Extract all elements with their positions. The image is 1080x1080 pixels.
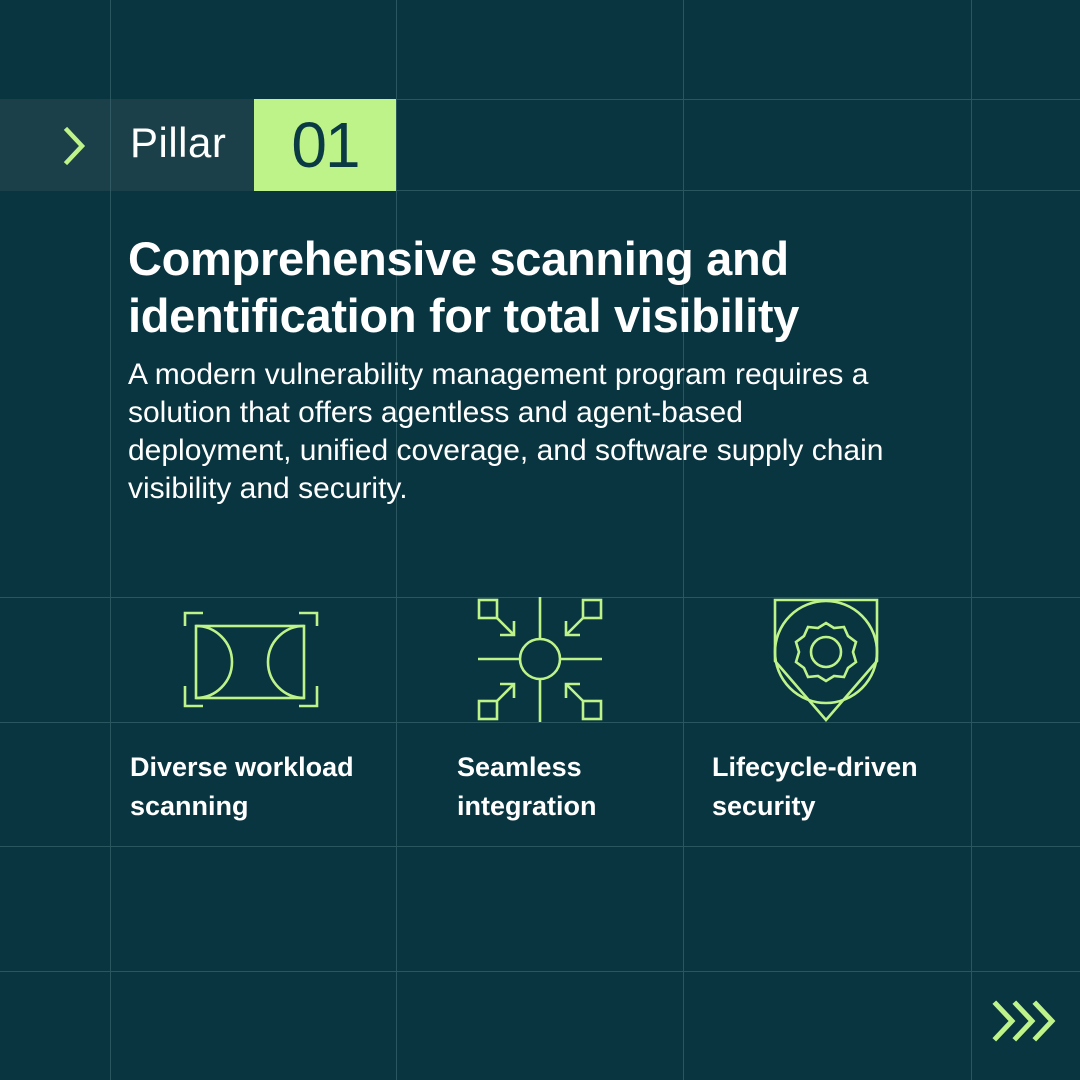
grid-line-v1 (110, 0, 111, 1080)
pillar-label: Pillar (130, 119, 227, 166)
workload-scan-icon (183, 611, 319, 708)
grid-line-v2 (396, 0, 397, 1080)
grid-line-h2 (0, 190, 1080, 191)
grid-line-h5 (0, 846, 1080, 847)
feature-label-line2: security (712, 791, 816, 821)
feature-label-integration: Seamless integration (457, 748, 597, 826)
grid-line-h1 (0, 99, 1080, 100)
pillar-number-badge: 01 (254, 99, 396, 191)
feature-label-line1: Seamless (457, 752, 582, 782)
page-title: Comprehensive scanning and identificatio… (128, 232, 800, 342)
grid-line-v4 (971, 0, 972, 1080)
feature-label-line1: Lifecycle-driven (712, 752, 918, 782)
chevron-right-icon (63, 126, 86, 166)
pillar-number: 01 (291, 109, 360, 181)
grid-line-h6 (0, 971, 1080, 972)
band-divider (110, 99, 111, 191)
feature-label-line1: Diverse workload (130, 752, 354, 782)
feature-label-line2: integration (457, 791, 597, 821)
integration-hub-icon (477, 597, 603, 722)
description: A modern vulnerability management progra… (128, 358, 884, 505)
feature-label-line2: scanning (130, 791, 249, 821)
feature-label-lifecycle: Lifecycle-driven security (712, 748, 918, 826)
shield-gear-icon (773, 598, 879, 722)
feature-label-workload: Diverse workload scanning (130, 748, 354, 826)
grid-line-h4 (0, 722, 1080, 723)
grid-line-v3 (683, 0, 684, 1080)
triple-chevron-right-icon[interactable] (990, 1000, 1058, 1042)
